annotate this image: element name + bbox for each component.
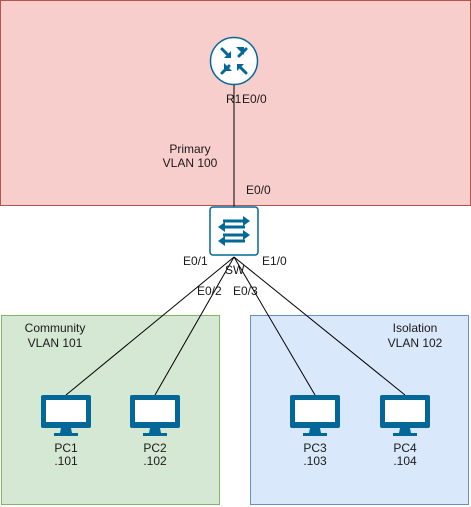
pc-monitor-icon [130, 395, 180, 436]
pc3-name-label: PC3 [303, 441, 327, 455]
pc-monitor-icon [41, 395, 91, 436]
pc2-name-label: PC2 [143, 441, 167, 455]
router-name-label: R1 [226, 92, 242, 106]
pc1-name-label: PC1 [54, 441, 78, 455]
pc4-name-label: PC4 [393, 441, 417, 455]
pc-monitor-icon [290, 395, 340, 436]
pc4-ip-label: .104 [393, 454, 417, 468]
switch-port-pc4-label: E1/0 [262, 254, 287, 268]
pc2-ip-label: .102 [143, 454, 167, 468]
switch-icon [209, 206, 259, 256]
primary-vlan-zone [0, 0, 471, 206]
primary-zone-vlan: VLAN 100 [162, 156, 218, 170]
community-zone-title: Community [24, 321, 86, 335]
isolation-zone-vlan: VLAN 102 [387, 336, 443, 350]
community-vlan-zone [1, 315, 220, 505]
pc-monitor-icon [380, 395, 430, 436]
router-r1[interactable] [209, 36, 259, 86]
pc2[interactable] [130, 395, 180, 437]
link-sw-pc3 [233, 256, 316, 396]
primary-zone-title: Primary [169, 142, 211, 156]
pc4[interactable] [380, 395, 430, 437]
isolation-zone-title: Isolation [392, 321, 438, 335]
community-zone-vlan: VLAN 101 [27, 336, 83, 350]
switch-name-label: SW [225, 263, 245, 277]
switch-port-pc1-label: E0/1 [183, 254, 208, 268]
router-icon [209, 36, 259, 86]
link-sw-pc1 [65, 256, 235, 396]
switch-sw[interactable] [209, 206, 259, 256]
pc3-ip-label: .103 [303, 454, 327, 468]
link-sw-pc4 [233, 256, 406, 396]
pc3[interactable] [290, 395, 340, 437]
pc1-ip-label: .101 [54, 454, 78, 468]
pc1[interactable] [41, 395, 91, 437]
switch-port-pc2-label: E0/2 [197, 284, 222, 298]
link-sw-pc2 [154, 256, 235, 396]
switch-uplink-port-label: E0/0 [246, 183, 271, 197]
switch-port-pc3-label: E0/3 [233, 284, 258, 298]
router-port-label: E0/0 [242, 92, 267, 106]
